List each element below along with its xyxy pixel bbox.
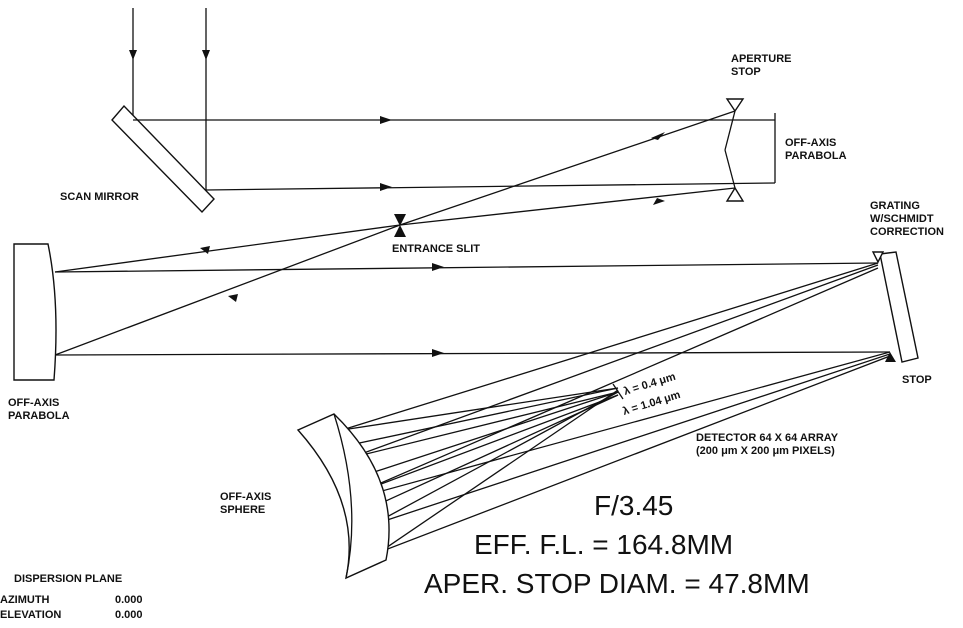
scan-mirror: [111, 104, 215, 214]
aperture-stop-diameter: APER. STOP DIAM. = 47.8MM: [424, 568, 810, 599]
f-number: F/3.45: [594, 490, 673, 521]
entrance-slit-label: ENTRANCE SLIT: [392, 243, 480, 255]
stop-label: STOP: [902, 374, 932, 386]
azimuth-label: AZIMUTH: [0, 594, 50, 606]
focused-rays: [341, 387, 619, 553]
off-axis-parabola-2: [13, 243, 57, 381]
grating: [871, 251, 919, 363]
detector: [612, 383, 624, 400]
elevation-value: 0.000: [115, 609, 143, 621]
aperture-stop: [724, 98, 745, 202]
beam-to-grating: [54, 262, 891, 357]
effective-focal-length: EFF. F.L. = 164.8MM: [474, 529, 733, 560]
beam-to-parabola-1: [133, 116, 776, 191]
off-axis-parabola-1-label: OFF-AXIS PARABOLA: [785, 137, 847, 162]
off-axis-parabola-2-label: OFF-AXIS PARABOLA: [8, 397, 70, 422]
incoming-rays: [129, 8, 210, 190]
aperture-stop-label: APERTURE STOP: [731, 53, 795, 78]
off-axis-sphere-label: OFF-AXIS SPHERE: [220, 491, 274, 516]
dispersion-plane-title: DISPERSION PLANE: [14, 573, 122, 585]
azimuth-value: 0.000: [115, 594, 143, 606]
dispersed-rays: [341, 262, 891, 553]
grating-label: GRATING W/SCHMIDT CORRECTION: [870, 200, 944, 238]
rays-to-parabola-2: [54, 224, 401, 356]
elevation-label: ELEVATION: [0, 609, 61, 621]
off-axis-sphere: [296, 413, 390, 580]
rays-to-entrance-slit: [399, 110, 736, 226]
dispersion-plane-table: DISPERSION PLANE AZIMUTH 0.000 ELEVATION…: [0, 573, 143, 621]
entrance-slit: [394, 214, 406, 237]
scan-mirror-label: SCAN MIRROR: [60, 191, 139, 203]
detector-label: DETECTOR 64 X 64 ARRAY (200 μm X 200 μm …: [696, 432, 841, 457]
